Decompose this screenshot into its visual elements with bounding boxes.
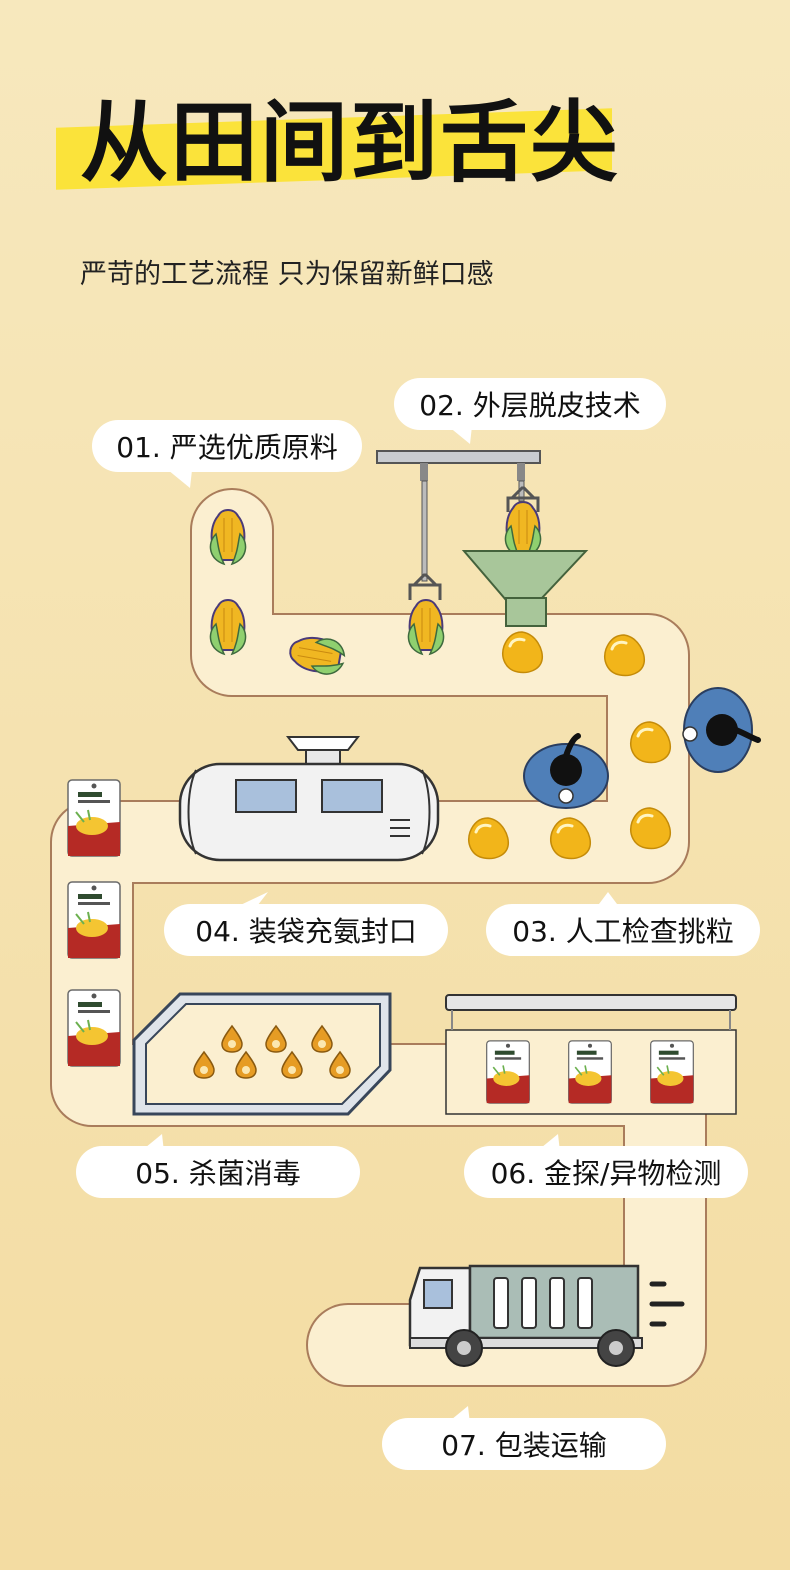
sealing-machine-icon <box>178 736 440 862</box>
step-label-01: 01. 严选优质原料 <box>92 420 362 472</box>
metal-detector-icon <box>445 994 737 1115</box>
truck-icon <box>408 1264 685 1367</box>
page-title: 从田间到舌尖 <box>80 91 621 194</box>
step-label-03: 03. 人工检查挑粒 <box>486 904 760 956</box>
worker-icon <box>523 687 761 809</box>
page-subtitle: 严苛的工艺流程 只为保留新鲜口感 <box>80 259 494 290</box>
package-icon <box>67 779 121 1067</box>
sterilizer-icon <box>132 992 392 1116</box>
step-label-06: 06. 金探/异物检测 <box>464 1146 748 1198</box>
step-label-05: 05. 杀菌消毒 <box>76 1146 360 1198</box>
step-label-07: 07. 包装运输 <box>382 1418 666 1470</box>
claw-icon <box>376 450 589 627</box>
step-label-04: 04. 装袋充氨封口 <box>164 904 448 956</box>
step-label-02: 02. 外层脱皮技术 <box>394 378 666 430</box>
